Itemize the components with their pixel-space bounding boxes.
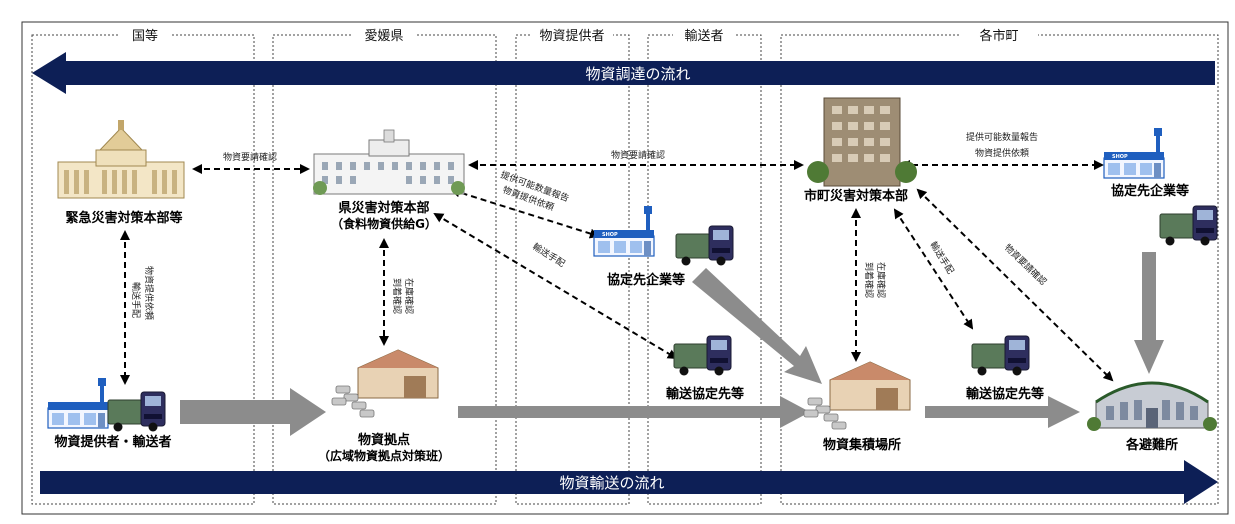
edge-label-prefecture-depot-2: 到着確認 — [391, 278, 403, 314]
edge-label-national-provider-1: 物資提供依頼 — [143, 266, 155, 320]
flow-arrow-collection-to-shelter — [925, 396, 1080, 428]
edge-label-city-transport: 輸送手配 — [927, 239, 956, 276]
edge-prefecture-to-supplier — [450, 187, 600, 239]
depot-warehouse-icon — [331, 349, 439, 418]
column-headers: 国等 愛媛県 物資提供者 輸送者 各市町 — [120, 28, 1038, 44]
flow-arrow-supplier-to-shelter — [1134, 252, 1164, 374]
transport-mid-truck-icon — [673, 335, 732, 376]
depot-sublabel: （広域物資拠点対策班） — [318, 448, 450, 463]
edge-labels: 物資要請確認 物資要請確認 提供可能数量報告 物資提供依頼 提供可能数量報告 物… — [130, 131, 1049, 320]
supplier-right-store-icon: SHOP — [1103, 127, 1165, 179]
column-header-national: 国等 — [132, 28, 158, 44]
edge-label-national-provider-2: 輸送手配 — [130, 282, 142, 318]
column-header-prefecture: 愛媛県 — [364, 29, 403, 44]
edge-label-city-collection-2: 到着確認 — [863, 262, 875, 298]
shop-sign-mid: SHOP — [602, 232, 618, 238]
column-header-municipalities: 各市町 — [979, 28, 1018, 44]
transport-right-truck-icon — [971, 335, 1030, 376]
national-hq-label: 緊急災害対策本部等 — [65, 210, 182, 226]
flow-arrow-provider-to-depot — [180, 388, 326, 436]
provider-truck-icon — [107, 391, 166, 432]
prefecture-hq-label: 県災害対策本部 — [338, 200, 429, 216]
goods-flow-arrows — [180, 252, 1164, 436]
communication-edges — [120, 160, 1114, 385]
edge-prefecture-to-transport — [433, 212, 678, 360]
national-hq-icon — [57, 120, 185, 199]
edge-label-city-collection-1: 在庫確認 — [875, 262, 887, 298]
city-hq-icon — [807, 97, 917, 187]
shelter-label: 各避難所 — [1125, 437, 1178, 453]
column-header-suppliers: 物資提供者 — [539, 28, 604, 44]
outer-frame — [21, 21, 1229, 515]
supplier-right-truck-icon — [1159, 205, 1218, 246]
shop-sign-right: SHOP — [1112, 154, 1128, 160]
transport-mid-label: 輸送協定先等 — [666, 386, 744, 402]
procurement-band: 物資調達の流れ — [32, 52, 1215, 94]
flow-arrow-depot-to-collection — [458, 396, 810, 428]
edge-label-prefecture-city: 物資要請確認 — [611, 149, 665, 161]
transport-right-label: 輸送協定先等 — [966, 386, 1044, 402]
supplier-mid-truck-icon — [675, 225, 734, 266]
collection-label: 物資集積場所 — [823, 437, 901, 453]
edge-label-prefecture-transport: 輸送手配 — [530, 240, 567, 269]
edge-city-to-shelter — [916, 188, 1114, 382]
column-frames — [31, 34, 1219, 505]
column-frame-suppliers — [515, 34, 630, 505]
column-header-transporters: 輸送者 — [684, 29, 723, 44]
city-hq-label: 市町災害対策本部 — [804, 188, 908, 204]
flow-arrow-supplier-to-collection — [692, 268, 822, 384]
edge-label-prefecture-depot-1: 在庫確認 — [403, 278, 415, 314]
prefecture-hq-sublabel: （食料物資供給G） — [331, 216, 437, 231]
supplier-right-label: 協定先企業等 — [1111, 183, 1189, 199]
provider-label: 物資提供者・輸送者 — [54, 434, 171, 450]
transport-band-arrow — [40, 460, 1218, 504]
edge-label-city-supplier-1: 提供可能数量報告 — [966, 131, 1038, 143]
transport-band: 物資輸送の流れ — [40, 460, 1218, 504]
edge-label-national-prefecture: 物資要請確認 — [223, 151, 277, 163]
edge-label-city-supplier-2: 物資提供依頼 — [975, 147, 1029, 159]
collection-warehouse-icon — [803, 361, 911, 430]
procurement-band-arrow — [32, 52, 1215, 94]
provider-store-icon — [47, 377, 109, 429]
supplier-mid-store-icon: SHOP — [593, 205, 655, 257]
edge-city-to-transport — [893, 208, 974, 330]
shelter-gymnasium-icon — [1087, 381, 1217, 431]
depot-label: 物資拠点 — [358, 432, 410, 448]
prefectural-office-icon — [313, 129, 465, 195]
column-frame-national — [31, 34, 255, 505]
transport-band-label: 物資輸送の流れ — [559, 474, 664, 492]
edge-label-city-shelter: 物資要請確認 — [1002, 242, 1049, 288]
column-frame-municipalities — [780, 34, 1219, 505]
supplier-mid-label: 協定先企業等 — [607, 272, 685, 288]
procurement-band-label: 物資調達の流れ — [585, 65, 690, 83]
